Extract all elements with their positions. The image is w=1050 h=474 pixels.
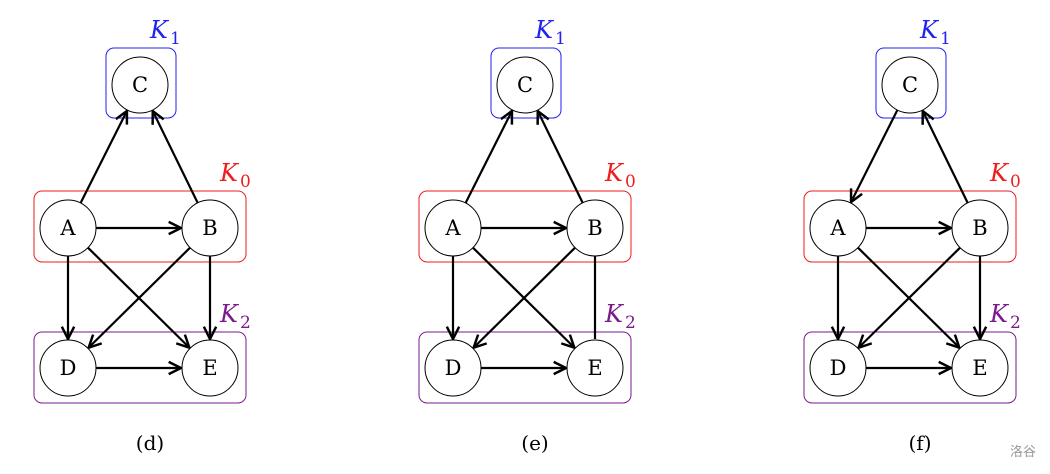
node-label-a: A (59, 216, 76, 240)
node-label-b: B (972, 216, 987, 240)
node-e (566, 339, 624, 397)
node-c (881, 56, 939, 114)
edge-b-d (859, 246, 961, 348)
edge-b-c (538, 111, 584, 204)
edge-b-c (923, 111, 969, 204)
edge-b-d (89, 246, 191, 348)
panel-caption: (e) (521, 431, 548, 455)
node-b (951, 199, 1009, 257)
node-b (181, 199, 239, 257)
cluster-box-k0 (418, 190, 632, 263)
node-label-b: B (202, 216, 217, 240)
node-label-a: A (829, 216, 846, 240)
node-label-a: A (444, 216, 461, 240)
node-c (111, 56, 169, 114)
cluster-box-k1 (105, 47, 177, 119)
node-a (809, 199, 867, 257)
edge-c-a (851, 109, 899, 202)
node-label-e: E (972, 356, 987, 380)
panel-caption: (d) (136, 431, 164, 455)
cluster-box-k1 (490, 47, 562, 119)
node-label-d: D (830, 356, 847, 380)
node-label-d: D (60, 356, 77, 380)
edge-b-c (153, 111, 199, 204)
node-e (951, 339, 1009, 397)
node-label-c: C (517, 73, 533, 97)
edge-a-c (464, 111, 512, 204)
watermark: 洛谷 (1009, 445, 1036, 460)
node-label-c: C (902, 73, 918, 97)
node-a (39, 199, 97, 257)
node-b (566, 199, 624, 257)
cluster-box-k2 (418, 331, 632, 404)
cluster-box-k2 (803, 331, 1017, 404)
cluster-box-k0 (33, 190, 247, 263)
node-d (39, 339, 97, 397)
node-label-d: D (445, 356, 462, 380)
node-label-e: E (587, 356, 602, 380)
cluster-box-k1 (875, 47, 947, 119)
panel-caption: (f) (908, 431, 931, 455)
node-c (496, 56, 554, 114)
node-label-c: C (132, 73, 148, 97)
node-e (181, 339, 239, 397)
cluster-box-k2 (33, 331, 247, 404)
cluster-box-k0 (803, 190, 1017, 263)
node-label-e: E (202, 356, 217, 380)
node-d (809, 339, 867, 397)
node-d (424, 339, 482, 397)
edge-a-c (79, 111, 127, 204)
edge-b-d (474, 246, 576, 348)
node-label-b: B (587, 216, 602, 240)
node-a (424, 199, 482, 257)
